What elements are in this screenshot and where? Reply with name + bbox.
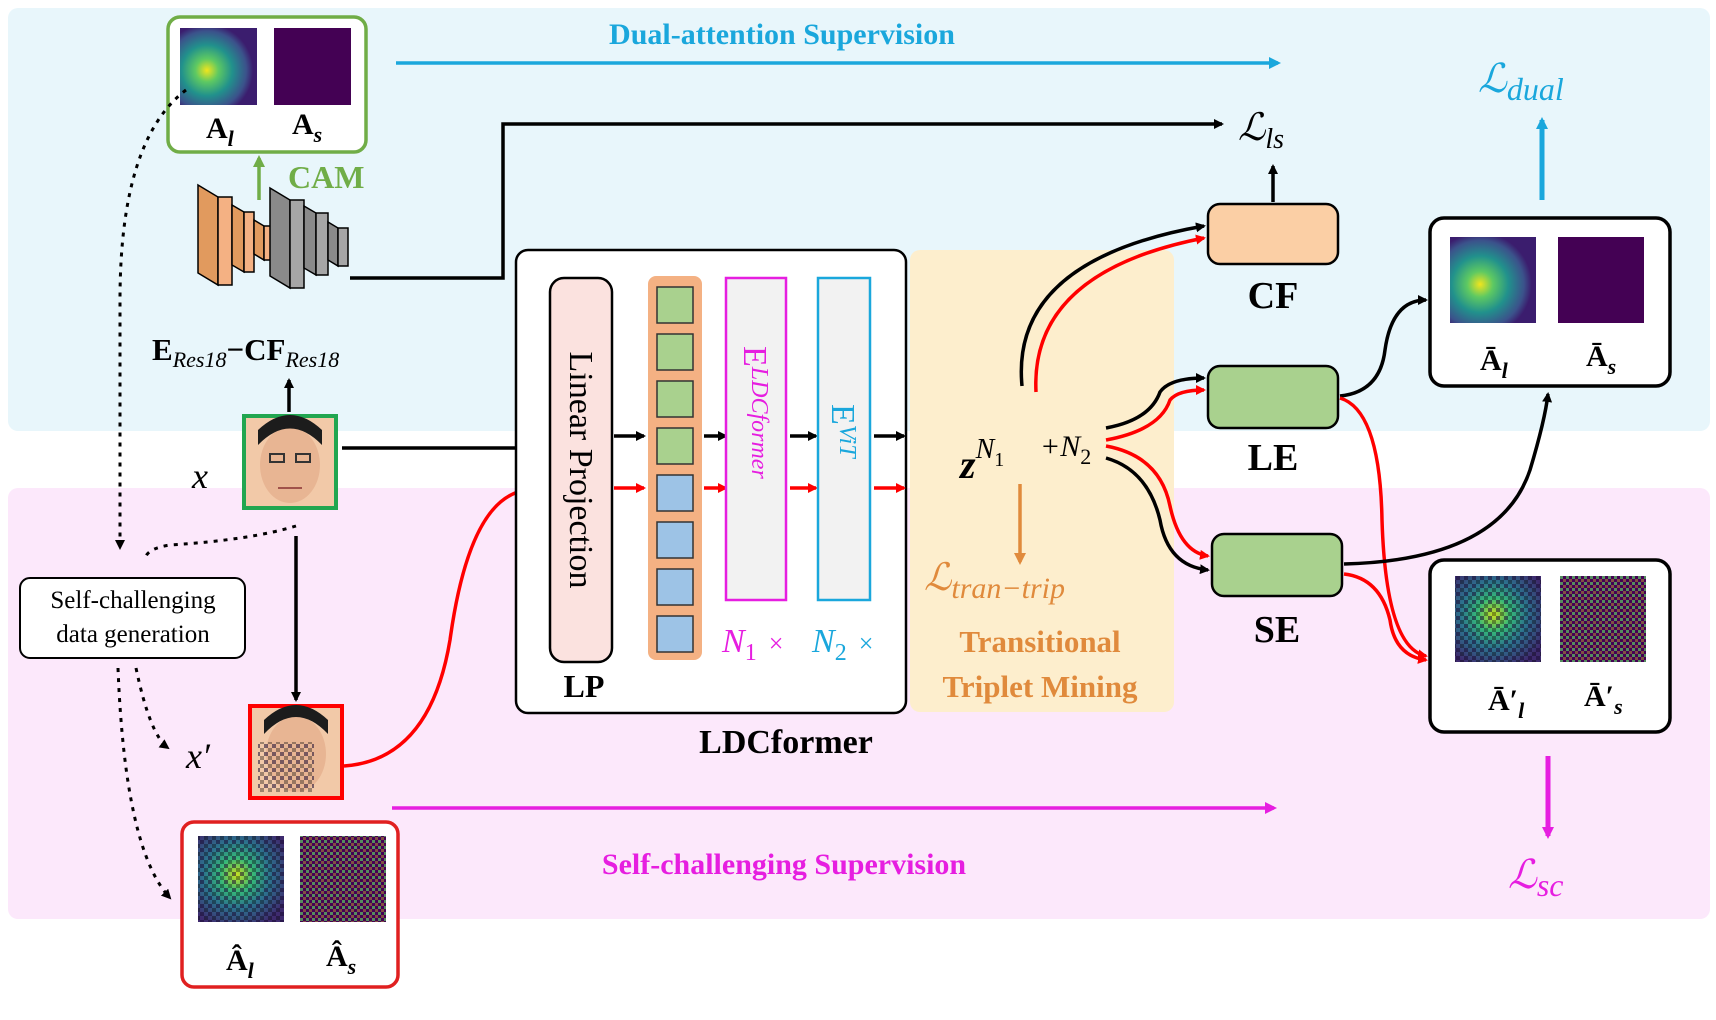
token-squares <box>656 286 694 653</box>
label-A-bar-s: Ās <box>1586 340 1616 379</box>
se-head <box>1210 532 1344 598</box>
mining-label-line2: Triplet Mining <box>943 669 1138 704</box>
triplet-mining-region <box>910 250 1174 712</box>
generation-line2: data generation <box>56 621 210 648</box>
heatmap-A-bar-s <box>1558 237 1644 323</box>
heatmap-A-barp-l-noise <box>1455 576 1541 662</box>
n1-repeat: N1× <box>721 623 783 666</box>
backbone-to-Lls-arrow <box>350 119 1224 280</box>
z-to-cf-black <box>1019 222 1206 387</box>
se-label: SE <box>1254 609 1300 651</box>
input-x-prime-label: x′ <box>185 736 211 776</box>
token-column <box>648 276 702 660</box>
z-to-se-red <box>1105 444 1210 560</box>
z-to-le-black <box>1105 373 1206 430</box>
label-A-barp-l: Ā′l <box>1488 684 1525 723</box>
ldcformer-encoder <box>724 276 788 602</box>
le-head <box>1206 364 1340 430</box>
backbone-label: ERes18−CFRes18 <box>152 332 339 372</box>
input-x-label: x <box>191 456 208 496</box>
lp-label: LP <box>564 668 605 704</box>
vit-encoder <box>816 276 872 602</box>
generation-line1: Self-challenging <box>50 587 216 614</box>
mining-label-line1: Transitional <box>959 624 1121 659</box>
le-to-sc-box-red <box>1339 396 1428 660</box>
heatmap-A-s <box>274 28 351 105</box>
le-to-dual-box-black <box>1339 295 1428 398</box>
dotted-generation-to-Ahat <box>116 667 172 900</box>
cf-label: CF <box>1248 275 1299 317</box>
se-to-sc-box-red <box>1343 572 1428 664</box>
heatmap-A-hat-s-noise <box>300 836 386 922</box>
resnet-backbone <box>197 183 349 290</box>
ldcformer-box <box>514 248 908 715</box>
linear-projection-text: Linear Projection <box>562 352 599 589</box>
heatmap-A-hat-l-noise <box>198 836 284 922</box>
input-face-x <box>242 414 338 510</box>
label-A-hat-s: Âs <box>326 940 356 979</box>
dual-attention-title: Dual-attention Supervision <box>609 18 955 51</box>
label-A-l: Al <box>206 112 235 151</box>
self-challenging-generation-box <box>19 577 246 659</box>
linear-projection-block <box>548 276 614 664</box>
heatmap-A-bar-l <box>1450 237 1536 323</box>
input-face-x-prime <box>248 704 344 800</box>
ldcformer-title: LDCformer <box>699 724 873 761</box>
n2-repeat: N2× <box>811 623 873 666</box>
label-A-hat-l: Âl <box>226 944 255 983</box>
z-to-le-red <box>1105 385 1206 442</box>
vit-encoder-label: EViT <box>824 404 861 459</box>
le-label: LE <box>1248 437 1299 479</box>
cam-label: CAM <box>288 159 364 195</box>
label-A-barp-s: Ā′s <box>1584 680 1623 719</box>
dotted-generation-to-xprime <box>134 667 170 750</box>
dotted-A-to-generation <box>115 88 187 550</box>
plus-n2-label: +N2 <box>1040 430 1091 469</box>
z-token-label: zN1 <box>958 434 1004 487</box>
dual-attention-region <box>8 8 1710 431</box>
heatmap-A-l <box>180 28 257 105</box>
self-challenging-title: Self-challenging Supervision <box>602 848 967 881</box>
label-A-s: As <box>292 108 322 147</box>
ldcformer-encoder-label: ELDCformer <box>736 346 773 479</box>
xprime-to-lp-arrow <box>343 485 530 768</box>
z-to-se-black <box>1105 456 1210 575</box>
label-A-bar-l: Āl <box>1480 344 1509 383</box>
cf-head <box>1206 202 1340 266</box>
se-to-dual-box-black <box>1343 392 1553 566</box>
heatmap-A-barp-s-noise <box>1560 576 1646 662</box>
z-to-cf-red <box>1034 234 1206 393</box>
